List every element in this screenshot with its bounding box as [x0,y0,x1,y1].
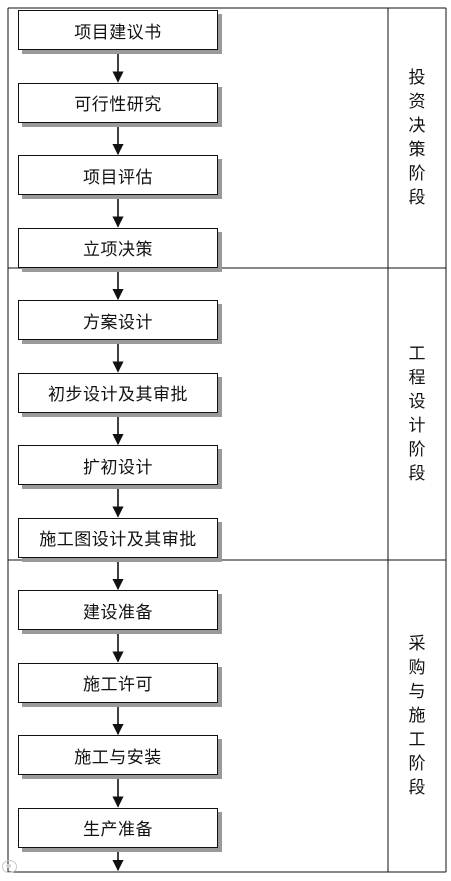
step-box-1: 项目建议书 [18,10,218,50]
step-box-9: 建设准备 [18,590,218,630]
step-label: 建设准备 [83,602,153,623]
step-box-6: 初步设计及其审批 [18,372,218,413]
step-label: 方案设计 [83,312,153,333]
watermark [2,858,17,874]
phase-label-text: 投资决策阶段 [408,68,426,208]
step-box-8: 施工图设计及其审批 [18,517,218,558]
step-box-4: 立项决策 [18,227,218,268]
phase-label-text: 工程设计阶段 [408,344,426,484]
phase-label-3: 采购与施工阶段 [396,560,438,872]
phase-label-1: 投资决策阶段 [396,8,438,268]
step-label: 施工与安装 [74,747,162,768]
step-box-3: 项目评估 [18,155,218,195]
step-label: 可行性研究 [74,95,162,115]
step-label: 项目建议书 [74,22,162,43]
step-box-11: 施工与安装 [18,735,218,775]
step-label: 生产准备 [83,820,153,840]
step-label: 立项决策 [83,240,153,260]
step-label: 初步设计及其审批 [48,385,188,405]
step-label: 施工许可 [83,675,153,695]
step-box-5: 方案设计 [18,300,218,340]
phase-label-2: 工程设计阶段 [396,268,438,560]
phase-label-text: 采购与施工阶段 [408,634,426,798]
step-label: 项目评估 [83,167,153,188]
step-box-7: 扩初设计 [18,445,218,485]
step-box-2: 可行性研究 [18,82,218,123]
step-label: 扩初设计 [83,457,153,478]
step-box-10: 施工许可 [18,662,218,703]
step-label: 施工图设计及其审批 [39,530,197,550]
weibo-icon [2,859,17,873]
step-box-12: 生产准备 [18,807,218,848]
